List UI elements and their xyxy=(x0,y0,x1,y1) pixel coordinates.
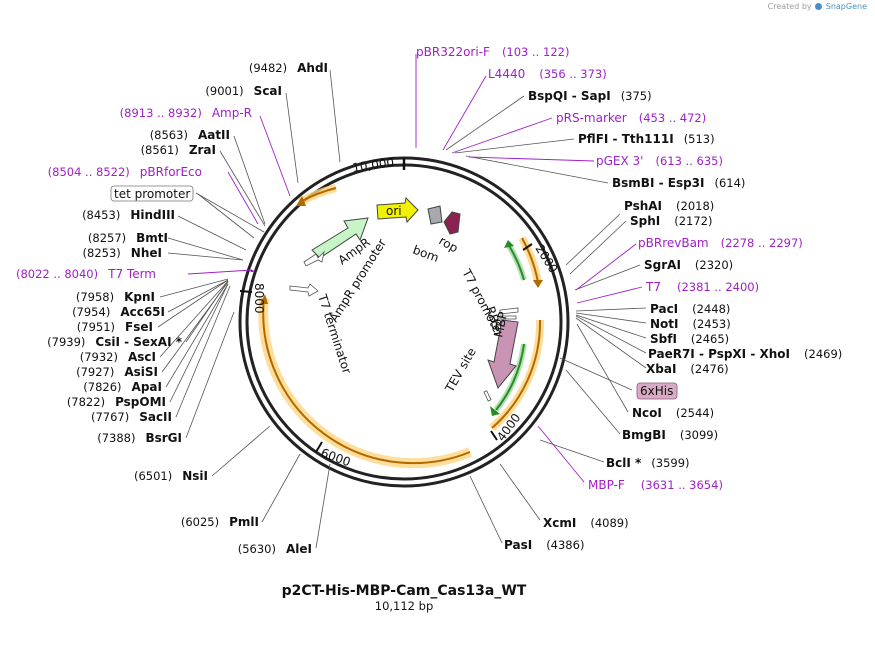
feature-label-bom: bom xyxy=(411,243,441,265)
site-sbfi[interactable]: SbfI(2465) xyxy=(650,332,729,346)
primer-mbp-f[interactable]: MBP-F(3631 .. 3654) xyxy=(588,478,723,492)
primer-labels-left: (8913 .. 8932)Amp-R (8504 .. 8522)pBRfor… xyxy=(16,106,252,281)
primer-pgex-3[interactable]: pGEX 3'(613 .. 635) xyxy=(596,154,723,168)
outer-feature-arcs xyxy=(258,184,545,469)
feature-tev-site[interactable]: TEV site xyxy=(442,345,492,402)
site-aatii[interactable]: (8563)AatII xyxy=(150,128,230,142)
site-pasi[interactable]: PasI(4386) xyxy=(504,538,584,552)
site-nsii[interactable]: (6501)NsiI xyxy=(134,469,208,483)
feature-6xhis-label[interactable]: 6xHis xyxy=(636,382,678,400)
primer-t7-term[interactable]: (8022 .. 8040)T7 Term xyxy=(16,267,156,281)
label-6xhis: 6xHis xyxy=(640,384,673,398)
feature-bom[interactable]: bom xyxy=(411,205,443,265)
site-sgrai[interactable]: SgrAI(2320) xyxy=(644,258,733,272)
snapgene-logo-icon xyxy=(815,3,823,10)
plasmid-length: 10,112 bp xyxy=(375,599,434,613)
site-sphi[interactable]: SphI(2172) xyxy=(630,214,713,228)
primer-pbr322ori-f[interactable]: pBR322ori-F(103 .. 122) xyxy=(416,45,569,59)
site-asci[interactable]: (7932)AscI xyxy=(80,350,156,364)
feature-label-mbp: MBP xyxy=(491,310,510,338)
primer-pbrforeco[interactable]: (8504 .. 8522)pBRforEco xyxy=(48,165,202,179)
primer-leaders-left xyxy=(187,115,291,275)
plasmid-title: p2CT-His-MBP-Cam_Cas13a_WT xyxy=(282,583,527,599)
feature-label-tev-site: TEV site xyxy=(442,345,479,395)
credit-text: Created by xyxy=(767,2,812,11)
site-apai[interactable]: (7826)ApaI xyxy=(83,380,162,394)
site-bmgbi[interactable]: BmgBI(3099) xyxy=(622,428,718,442)
site-ahdi[interactable]: (9482)AhdI xyxy=(249,61,328,75)
site-noti[interactable]: NotI(2453) xyxy=(650,317,731,331)
site-bsmbi-esp3i[interactable]: BsmBI - Esp3I(614) xyxy=(612,176,745,190)
site-hindiii[interactable]: (8453)HindIII xyxy=(82,208,175,222)
feature-tet-promoter-label[interactable]: tet promoter xyxy=(110,185,194,202)
primer-l4440[interactable]: L4440(356 .. 373) xyxy=(488,67,607,81)
feature-label-ori: ori xyxy=(386,204,402,218)
site-bsrgi[interactable]: (7388)BsrGI xyxy=(97,431,182,445)
site-paer7i-pspxi-xhoi[interactable]: PaeR7I - PspXI - XhoI(2469) xyxy=(648,347,842,361)
site-labels-right: BspQI - SapI(375) PflFI - Tth111I(513) B… xyxy=(504,89,842,552)
site-labels-left: (9482)AhdI (9001)ScaI (8563)AatII (8561)… xyxy=(47,61,328,556)
site-xbai[interactable]: XbaI(2476) xyxy=(646,362,729,376)
feature-ori[interactable]: ori xyxy=(376,196,419,224)
site-scai[interactable]: (9001)ScaI xyxy=(205,84,282,98)
site-xcmi[interactable]: XcmI(4089) xyxy=(543,516,629,530)
site-bspqi-sapi[interactable]: BspQI - SapI(375) xyxy=(528,89,652,103)
site-ncoi[interactable]: NcoI(2544) xyxy=(632,406,714,420)
tick-label-8000: 8000 xyxy=(252,283,266,314)
site-sacii[interactable]: (7767)SacII xyxy=(91,410,172,424)
site-kpni[interactable]: (7958)KpnI xyxy=(76,290,155,304)
leader-lines-left xyxy=(157,69,341,549)
site-pmli[interactable]: (6025)PmlI xyxy=(181,515,259,529)
site-bcli[interactable]: BclI *(3599) xyxy=(606,456,690,470)
primer-t7[interactable]: T7(2381 .. 2400) xyxy=(645,280,759,294)
site-pshai[interactable]: PshAI(2018) xyxy=(624,199,714,213)
brand-text: SnapGene xyxy=(825,2,867,11)
primer-leaders-right xyxy=(415,54,643,483)
label-tet-promoter: tet promoter xyxy=(114,187,190,201)
site-pspomi[interactable]: (7822)PspOMI xyxy=(67,395,166,409)
primer-prs-marker[interactable]: pRS-marker(453 .. 472) xyxy=(556,111,706,125)
leader-lines-right xyxy=(445,95,647,544)
site-paci[interactable]: PacI(2448) xyxy=(650,302,730,316)
site-zrai[interactable]: (8561)ZraI xyxy=(141,143,216,157)
site-csii-sexai[interactable]: (7939)CsiI - SexAI * xyxy=(47,335,183,349)
site-pflfi-tth111i[interactable]: PflFI - Tth111I(513) xyxy=(578,132,715,146)
primer-amp-r[interactable]: (8913 .. 8932)Amp-R xyxy=(120,106,252,120)
feature-mbp[interactable]: MBP xyxy=(487,310,519,390)
tick-label-10000: 10,000 xyxy=(351,155,395,175)
snapgene-credit: Created by SnapGene xyxy=(768,2,867,11)
site-asisi[interactable]: (7927)AsiSI xyxy=(76,365,158,379)
site-nhei[interactable]: (8253)NheI xyxy=(83,246,162,260)
site-bmti[interactable]: (8257)BmtI xyxy=(88,231,168,245)
site-fsei[interactable]: (7951)FseI xyxy=(77,320,153,334)
site-alei[interactable]: (5630)AleI xyxy=(238,542,312,556)
primer-labels-right: pBR322ori-F(103 .. 122) L4440(356 .. 373… xyxy=(416,45,803,492)
site-acc65i[interactable]: (7954)Acc65I xyxy=(72,305,165,319)
primer-pbrrevbam[interactable]: pBRrevBam(2278 .. 2297) xyxy=(638,236,803,250)
